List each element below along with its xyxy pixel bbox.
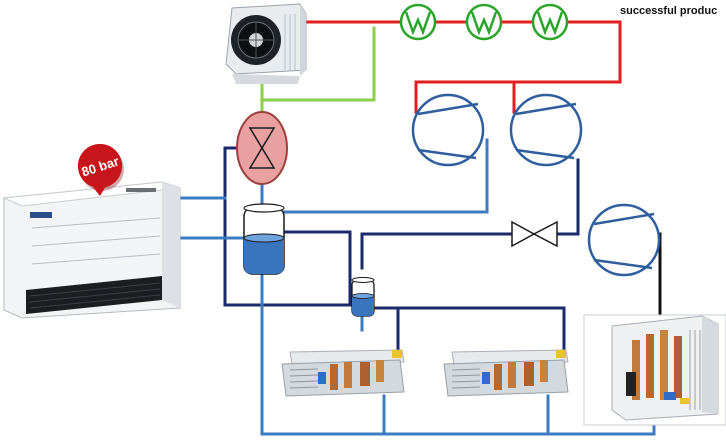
compressor-icon-3 [587,203,661,277]
gas-line [260,26,376,122]
unit-cooler-2 [443,349,569,397]
condenser-fan-unit-icon [231,15,281,65]
expansion-valve-icon [511,220,558,248]
heat-exchanger-unit [583,314,726,426]
unit-cooler-1 [281,349,405,397]
condenser-unit [225,3,307,84]
display-cabinet-icon [26,188,162,314]
compressors [411,93,661,277]
unit-cooler-icon [443,349,569,397]
gas-cooler-fans [399,3,569,41]
pressure-badge [77,144,124,196]
header-caption: successful produc [620,5,718,17]
liquid-line [223,146,580,354]
liquid-receiver-icon [243,203,285,275]
high-pressure-valve [236,111,288,185]
fan-symbol-3 [531,3,569,41]
fan-symbol-1 [399,3,437,41]
fan-symbol-2 [465,3,503,41]
high-pressure-line [298,20,622,114]
display-cabinet [2,181,181,319]
suction-line [162,138,656,436]
compressor-icon-2 [509,93,583,167]
compressor-icon-1 [411,93,485,167]
unit-cooler-icon [281,349,405,397]
oil-separator-icon [351,277,375,317]
heat-exchanger-coil-icon [626,330,701,410]
